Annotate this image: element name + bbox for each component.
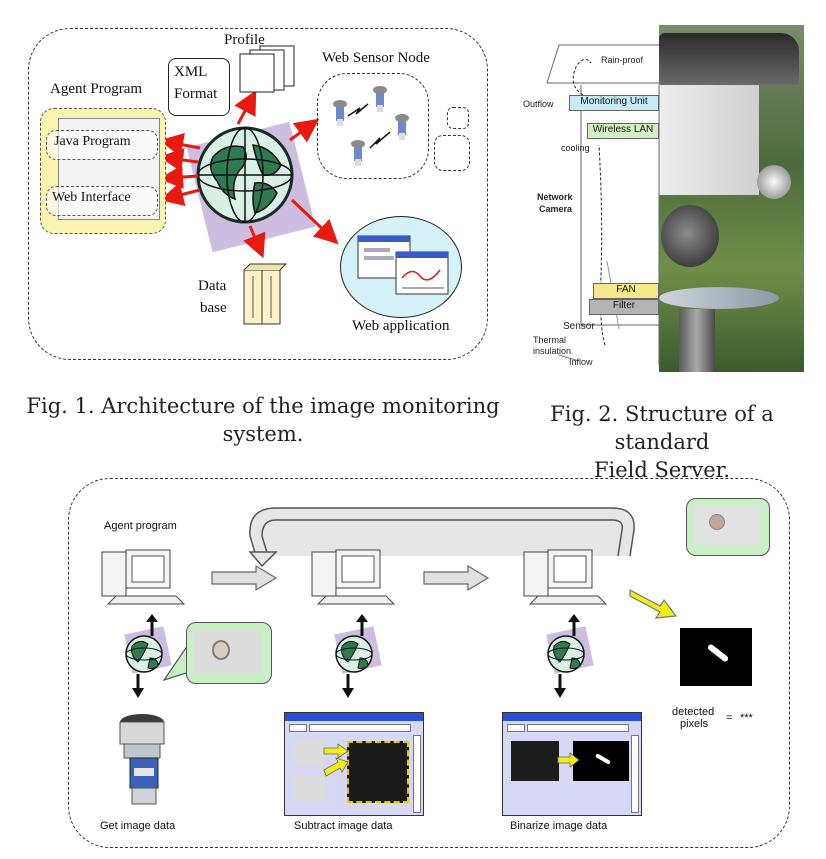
- database-server-icon: [243, 263, 288, 325]
- java-program-box: [46, 130, 158, 160]
- bubble-left-object: [212, 640, 230, 660]
- network-label: Network: [537, 192, 573, 202]
- format-label: Format: [174, 86, 218, 102]
- insulation-label: insulation: [533, 346, 572, 356]
- sensor-label: Sensor: [563, 321, 595, 332]
- bubble-top-right-object: [709, 514, 725, 530]
- globe-icon: [196, 126, 294, 224]
- field-server-figure: Rain-proof Outflow Monitoring Unit Wirel…: [519, 25, 804, 372]
- detected-image: [680, 628, 752, 686]
- binarize-source-img: [511, 741, 559, 781]
- field-photo-lens: [757, 165, 791, 199]
- small-dashed-box-1: [447, 107, 469, 129]
- cooling-label: cooling: [561, 143, 590, 153]
- binarize-yellow-arrow: [557, 752, 580, 768]
- detected-label: detected: [672, 706, 715, 718]
- web-interface-label: Web Interface: [52, 190, 131, 205]
- step2-label: Subtract image data: [294, 820, 393, 832]
- fig1-panel: [28, 28, 488, 360]
- web-sensor-node-label: Web Sensor Node: [322, 50, 430, 66]
- equals-label: =: [726, 712, 733, 724]
- web-application-label: Web application: [352, 318, 450, 334]
- thermal-label: Thermal: [533, 335, 567, 345]
- stars-label: ***: [740, 712, 753, 724]
- agent-program-label: Agent Program: [50, 81, 143, 97]
- fig1-caption-line1: Fig. 1. Architecture of the image monito…: [26, 394, 500, 418]
- globe-updown-2: [334, 614, 382, 698]
- step3-label: Binarize image data: [510, 820, 608, 832]
- wireless-lan-box: Wireless LAN: [587, 123, 659, 139]
- data-label: Data: [198, 278, 227, 294]
- subtract-yellow-arrows: [323, 743, 349, 777]
- subtract-img-b: [293, 775, 325, 801]
- agent-program-label-fig3: Agent program: [104, 520, 177, 532]
- pixels-label: pixels: [680, 718, 709, 730]
- fig3-panel: [68, 478, 790, 848]
- fig1-red-arrows: [159, 90, 339, 259]
- inflow-label: Inflow: [569, 357, 593, 367]
- globe-updown-1: [124, 614, 172, 698]
- sensor-node-icons: [333, 86, 409, 166]
- fig2-caption-line1: Fig. 2. Structure of a standard: [550, 402, 774, 454]
- binarize-window-toolbar: [507, 724, 525, 732]
- xml-label: XML: [174, 64, 208, 80]
- fig1-caption-line2: system.: [222, 422, 304, 446]
- camera-icon: [119, 714, 165, 805]
- subtract-result-img: [347, 741, 409, 803]
- field-photo-body: [659, 85, 759, 195]
- field-photo-camera: [661, 205, 719, 267]
- web-interface-box: [46, 186, 158, 216]
- profile-documents-icon: [239, 45, 295, 93]
- subtract-img-a: [293, 739, 325, 765]
- profile-label: Profile: [224, 32, 265, 48]
- globe-updown-3: [546, 614, 594, 698]
- subtract-window-scrollbar: [413, 735, 421, 813]
- java-program-label: Java Program: [54, 134, 131, 149]
- rain-proof-label: Rain-proof: [601, 55, 644, 65]
- binarize-result-img: [573, 741, 629, 781]
- binarize-window-scrollbar: [631, 735, 639, 813]
- computer-icon-1: [101, 549, 186, 605]
- xml-format-box: [168, 58, 230, 116]
- field-photo-pole: [679, 309, 715, 372]
- computer-icon-2: [311, 549, 396, 605]
- step1-label: Get image data: [100, 820, 176, 832]
- subtract-window-toolbar: [289, 724, 307, 732]
- computer-icon-3: [523, 549, 608, 605]
- camera-label: Camera: [539, 204, 573, 214]
- monitoring-unit-box: Monitoring Unit: [569, 95, 659, 111]
- outflow-label: Outflow: [523, 99, 554, 109]
- subtract-window-address: [309, 724, 411, 732]
- binarize-window-address: [527, 724, 629, 732]
- base-label: base: [200, 300, 227, 316]
- fan-box: FAN: [593, 283, 659, 299]
- small-dashed-box-2: [434, 135, 470, 171]
- bubble-top-right-image: [694, 506, 760, 546]
- sensor-node-cloud: [317, 73, 429, 179]
- subtract-window-title: [285, 713, 423, 721]
- subtract-window: [284, 712, 424, 816]
- field-photo-base: [659, 287, 779, 309]
- field-photo-cap: [659, 33, 799, 85]
- web-application-windows: [357, 235, 449, 295]
- filter-box: Filter: [589, 299, 659, 315]
- binarize-window-title: [503, 713, 641, 721]
- fig1-caption: Fig. 1. Architecture of the image monito…: [20, 392, 506, 448]
